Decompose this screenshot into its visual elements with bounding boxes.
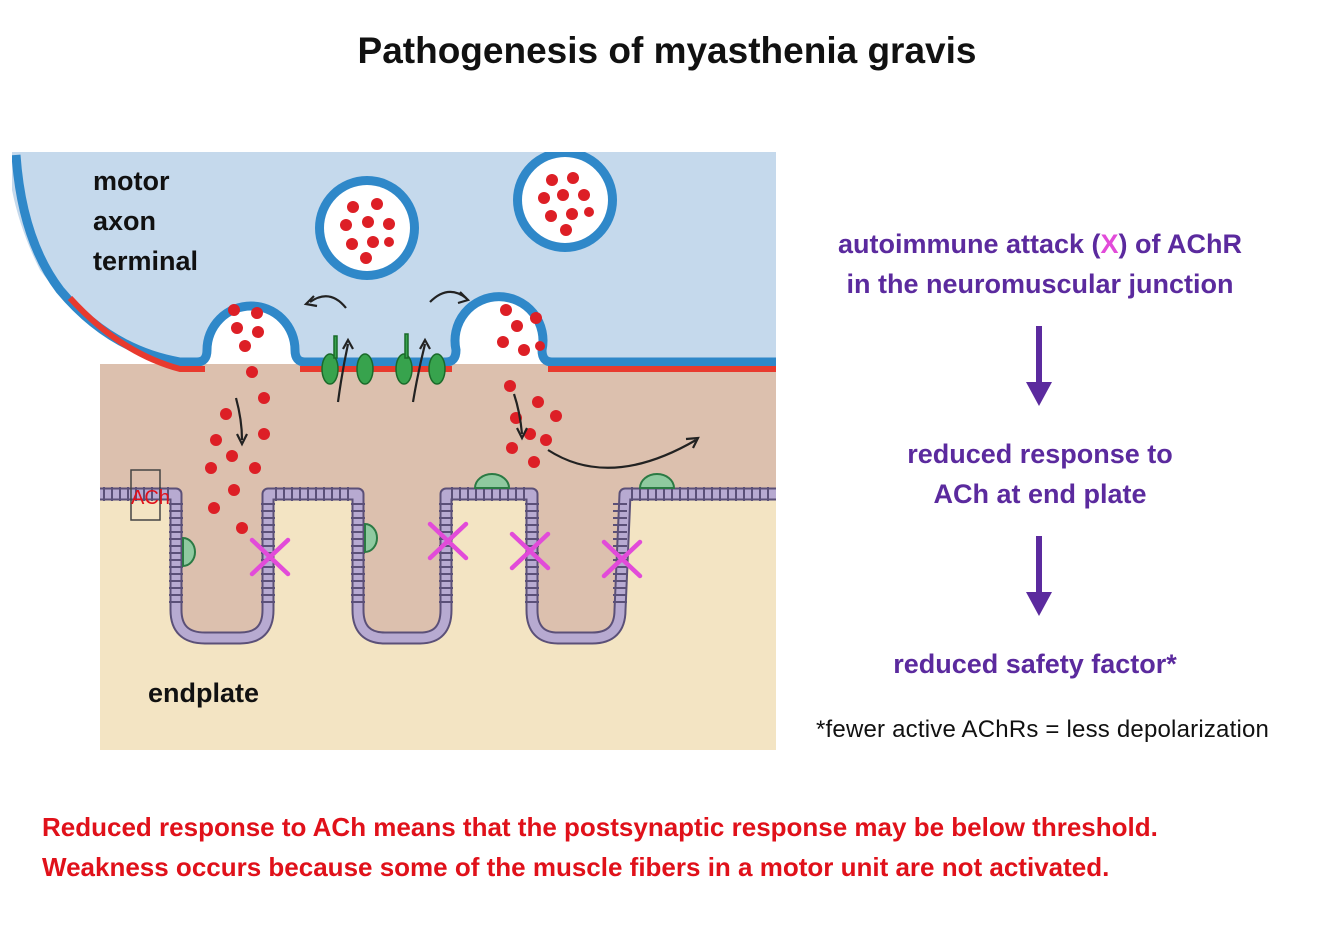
flow-step-2-line-1: reduced response to (907, 439, 1173, 469)
flow-arrows (234, 290, 700, 469)
page-title: Pathogenesis of myasthenia gravis (357, 30, 977, 71)
axon-label: axon (93, 206, 156, 236)
flow-step-reduced-response: reduced response to ACh at end plate (790, 434, 1290, 514)
fusing-vesicle-contents (228, 304, 545, 392)
flow-step-safety-factor: reduced safety factor* (893, 649, 1177, 679)
bottom-text-line-1: Reduced response to ACh means that the p… (42, 812, 1158, 842)
footnote: *fewer active AChRs = less depolarizatio… (816, 716, 1270, 743)
vesicle (513, 152, 617, 252)
presynaptic-inner-layer (67, 295, 205, 372)
bottom-text-line-2: Weakness occurs because some of the musc… (42, 852, 1110, 882)
down-arrow-icon (1026, 536, 1052, 616)
endplate-label: endplate (148, 678, 259, 708)
flow-step-autoimmune-attack: autoimmune attack (X) of AChR in the neu… (790, 224, 1290, 304)
terminal-label: terminal (93, 246, 198, 276)
achr-receptors (103, 487, 769, 603)
flow-step-1-line-1: autoimmune attack (X) of AChR (837, 229, 1243, 259)
flow-step-1-line-2: in the neuromuscular junction (846, 269, 1234, 299)
calcium-channel (321, 333, 446, 385)
acetylcholinesterase (182, 473, 676, 568)
attack-x-marker: X (1100, 229, 1119, 259)
down-arrow-icon (1026, 326, 1052, 406)
ach-label: ACh (131, 487, 170, 509)
flow-step-2-line-2: ACh at end plate (933, 479, 1147, 509)
vesicle (315, 176, 419, 280)
released-ach-molecules (205, 392, 562, 534)
nmj-diagram: ACh motor axon terminal endplate (12, 152, 776, 750)
ach-label-box (130, 469, 161, 521)
autoimmune-attack-x (249, 521, 643, 579)
motor-label: motor (93, 166, 170, 196)
